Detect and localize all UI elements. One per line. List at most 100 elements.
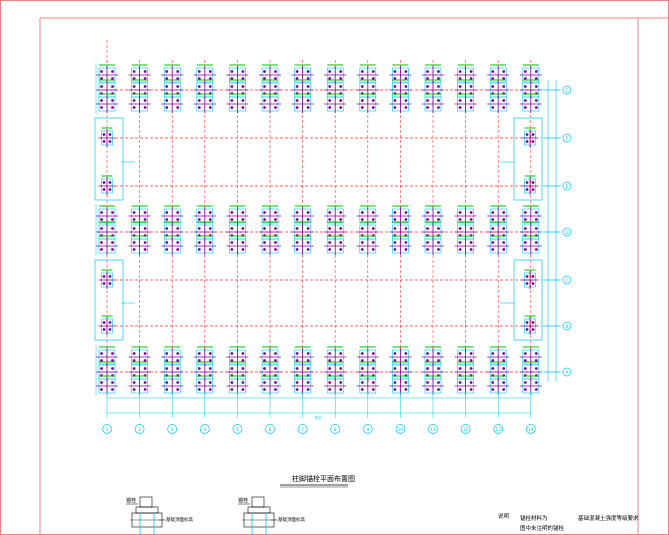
anchor-bolt xyxy=(230,70,234,73)
anchor-bolt xyxy=(328,85,332,88)
anchor-bolt xyxy=(469,227,473,230)
axis-label-right: D xyxy=(565,230,569,236)
anchor-bolt xyxy=(371,106,375,109)
anchor-bolt xyxy=(100,77,103,80)
anchor-bolt xyxy=(469,211,473,214)
anchor-bolt xyxy=(534,367,538,370)
anchor-bolt xyxy=(132,77,136,80)
anchor-bolt xyxy=(437,352,440,355)
anchor-bolt xyxy=(176,85,180,88)
anchor-bolt xyxy=(197,99,201,102)
anchor-bolt xyxy=(393,77,397,80)
anchor-bolt xyxy=(404,359,408,362)
anchor-bolt xyxy=(241,218,245,221)
anchor-bolt xyxy=(306,70,310,73)
anchor-bolt xyxy=(393,367,397,370)
axis-bubble-right xyxy=(562,85,572,95)
anchor-bolt xyxy=(176,106,180,109)
anchor-bolt xyxy=(393,381,397,384)
anchor-bolt xyxy=(208,381,212,384)
axis-label-right: F xyxy=(566,136,569,142)
anchor-bolt xyxy=(306,367,310,370)
axis-bubble-bottom xyxy=(395,424,406,434)
anchor-bolt xyxy=(339,367,343,370)
anchor-bolt xyxy=(491,106,495,109)
column-base xyxy=(389,93,412,113)
anchor-bolt xyxy=(371,241,375,244)
anchor-bolt xyxy=(111,241,114,244)
anchor-bolt xyxy=(176,367,180,370)
anchor-bolt xyxy=(393,85,397,88)
column-base xyxy=(161,235,184,255)
anchor-bolt xyxy=(437,359,440,362)
anchor-bolt xyxy=(393,106,397,109)
column-base xyxy=(259,93,281,113)
anchor-bolt xyxy=(469,352,473,355)
anchor-bolt xyxy=(111,77,114,80)
anchor-bolt xyxy=(328,106,332,109)
anchor-bolt xyxy=(404,352,408,355)
axis-bubble-right xyxy=(562,181,572,191)
anchor-bolt xyxy=(306,248,310,251)
column-base xyxy=(487,93,510,113)
column-base xyxy=(356,93,379,113)
anchor-bolt xyxy=(197,227,201,230)
anchor-bolt xyxy=(306,77,310,80)
anchor-bolt xyxy=(523,77,527,80)
axis-label-bottom: 2 xyxy=(138,427,141,433)
anchor-bolt xyxy=(241,227,245,230)
anchor-bolt xyxy=(295,367,299,370)
anchor-bolt xyxy=(132,218,136,221)
anchor-bolt xyxy=(143,352,147,355)
anchor-bolt xyxy=(491,85,495,88)
anchor-bolt xyxy=(306,99,310,102)
anchor-bolt xyxy=(523,85,527,88)
anchor-bolt xyxy=(295,381,299,384)
anchor-bolt xyxy=(469,241,473,244)
anchor-bolt xyxy=(502,352,506,355)
anchor-bolt xyxy=(108,140,112,143)
anchor-bolt xyxy=(458,106,462,109)
axis-bubble-bottom xyxy=(428,424,438,434)
anchor-bolt xyxy=(263,248,266,251)
anchor-bolt xyxy=(274,381,277,384)
anchor-bolt xyxy=(132,248,136,251)
anchor-bolt xyxy=(525,275,529,278)
anchor-bolt xyxy=(360,106,364,109)
column-base xyxy=(519,346,542,366)
anchor-bolt xyxy=(111,381,114,384)
anchor-bolt xyxy=(491,381,495,384)
axis-bubble-right xyxy=(562,275,572,285)
column-base xyxy=(161,64,184,84)
anchor-bolt xyxy=(274,77,277,80)
anchor-bolt xyxy=(111,218,114,221)
anchor-bolt xyxy=(176,218,180,221)
column-base xyxy=(259,235,281,255)
column-base xyxy=(324,235,347,255)
anchor-bolt xyxy=(404,99,408,102)
anchor-bolt xyxy=(404,211,408,214)
anchor-bolt xyxy=(371,381,375,384)
column-base xyxy=(98,315,116,335)
anchor-bolt xyxy=(339,218,343,221)
column-base xyxy=(226,346,249,366)
anchor-bolt xyxy=(534,248,538,251)
anchor-bolt xyxy=(469,99,473,102)
anchor-bolt xyxy=(360,211,364,214)
anchor-bolt xyxy=(111,85,114,88)
anchor-bolt xyxy=(100,248,103,251)
anchor-bolt xyxy=(339,70,343,73)
anchor-bolt xyxy=(502,359,506,362)
anchor-bolt xyxy=(100,367,103,370)
anchor-bolt xyxy=(143,359,147,362)
drawing-title: 柱脚锚栓平面布置图 xyxy=(292,474,355,483)
anchor-bolt xyxy=(328,99,332,102)
anchor-bolt xyxy=(339,381,343,384)
anchor-bolt xyxy=(230,248,234,251)
anchor-bolt xyxy=(274,99,277,102)
anchor-bolt xyxy=(100,106,103,109)
anchor-bolt xyxy=(491,211,495,214)
anchor-bolt xyxy=(295,388,299,391)
anchor-bolt xyxy=(523,367,527,370)
